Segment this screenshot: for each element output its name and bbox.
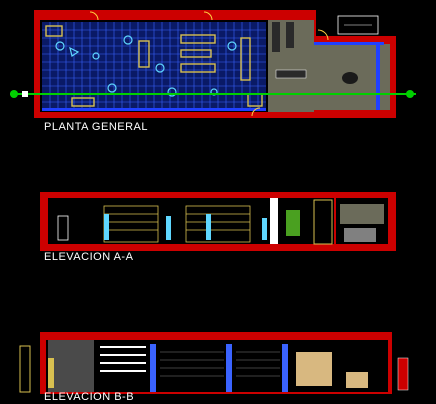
- elev-a-counter: [344, 228, 376, 242]
- elevation-b-title: ELEVACION B-B: [44, 391, 135, 403]
- elev-a-left-unit: [57, 215, 69, 241]
- plan-doors: [89, 11, 329, 117]
- elev-b-small-box: [346, 372, 368, 388]
- plan-axis-marker-left: [10, 90, 28, 98]
- elev-a-door: [313, 199, 333, 245]
- plan-title: PLANTA GENERAL: [44, 121, 148, 133]
- plan-column-2: [286, 22, 294, 48]
- plan-annex-blue-edge: [376, 44, 380, 110]
- plan-furniture-symbols: [55, 35, 237, 97]
- elev-b-interior: [46, 340, 388, 392]
- elev-b-display-shelf: [100, 346, 146, 372]
- plan-title-block: [337, 15, 379, 35]
- elev-b-stripes: [160, 351, 280, 377]
- elev-b-right-door: [397, 357, 409, 391]
- floor-plan: [10, 10, 416, 118]
- elev-b-left-figure: [48, 358, 54, 388]
- elev-b-boxes: [296, 352, 332, 386]
- plan-grid-lower-border: [42, 108, 266, 111]
- elev-b-yellow-unit: [19, 345, 31, 393]
- elev-a-display: [340, 204, 384, 224]
- plan-counter: [275, 69, 307, 79]
- plan-axis-marker-right: [406, 90, 414, 98]
- plan-annex-blue-top: [314, 42, 384, 45]
- plan-column-1: [272, 22, 280, 52]
- elevation-a-title: ELEVACION A-A: [44, 251, 134, 263]
- elevation-a: [40, 192, 396, 251]
- plan-shelves: [45, 25, 263, 107]
- elev-a-figures: [104, 214, 267, 240]
- elev-b-dark-panel: [48, 340, 94, 392]
- elev-a-shelving: [103, 205, 251, 243]
- elevation-b: [19, 332, 409, 394]
- elev-a-green-panel: [286, 210, 300, 236]
- elev-a-divider: [270, 198, 278, 244]
- plan-round-table: [342, 72, 358, 84]
- elev-b-pillars: [150, 344, 288, 392]
